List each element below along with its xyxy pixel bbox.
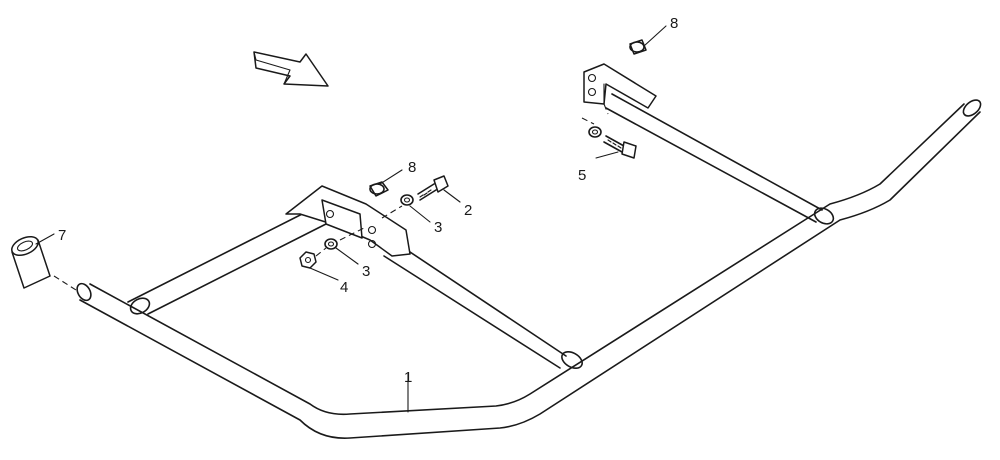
right-mounting-bracket <box>583 63 657 109</box>
callout-4: 4 <box>340 279 348 296</box>
cap-nut-right-icon <box>629 39 647 55</box>
end-cap-icon <box>11 235 51 289</box>
washer-lower-left-icon <box>324 238 338 250</box>
direction-arrow-icon <box>253 51 329 87</box>
callout-3-lower: 3 <box>362 263 370 280</box>
assembly-line-right <box>581 103 609 125</box>
right-crossbar <box>605 93 835 225</box>
assembly-line-end-cap <box>53 275 77 291</box>
bolt-left-icon <box>417 175 449 201</box>
callout-3-upper: 3 <box>434 219 442 236</box>
callout-8-right: 8 <box>670 15 678 32</box>
middle-crossbar <box>383 235 583 369</box>
left-mounting-bracket <box>285 185 411 257</box>
left-crossbar <box>127 205 327 315</box>
callout-7: 7 <box>58 227 66 244</box>
washer-right-icon <box>588 126 602 138</box>
callout-8-left: 8 <box>408 159 416 176</box>
washer-upper-left-icon <box>400 194 414 206</box>
cap-nut-left-icon <box>369 181 389 197</box>
nut-icon <box>299 251 317 269</box>
assembly-line-left <box>315 205 403 257</box>
callout-5: 5 <box>578 167 586 184</box>
leader-lines <box>35 25 667 413</box>
bolt-right-icon <box>603 135 637 159</box>
callout-1: 1 <box>404 369 412 386</box>
callout-2: 2 <box>464 202 472 219</box>
tube-frame <box>76 99 982 439</box>
